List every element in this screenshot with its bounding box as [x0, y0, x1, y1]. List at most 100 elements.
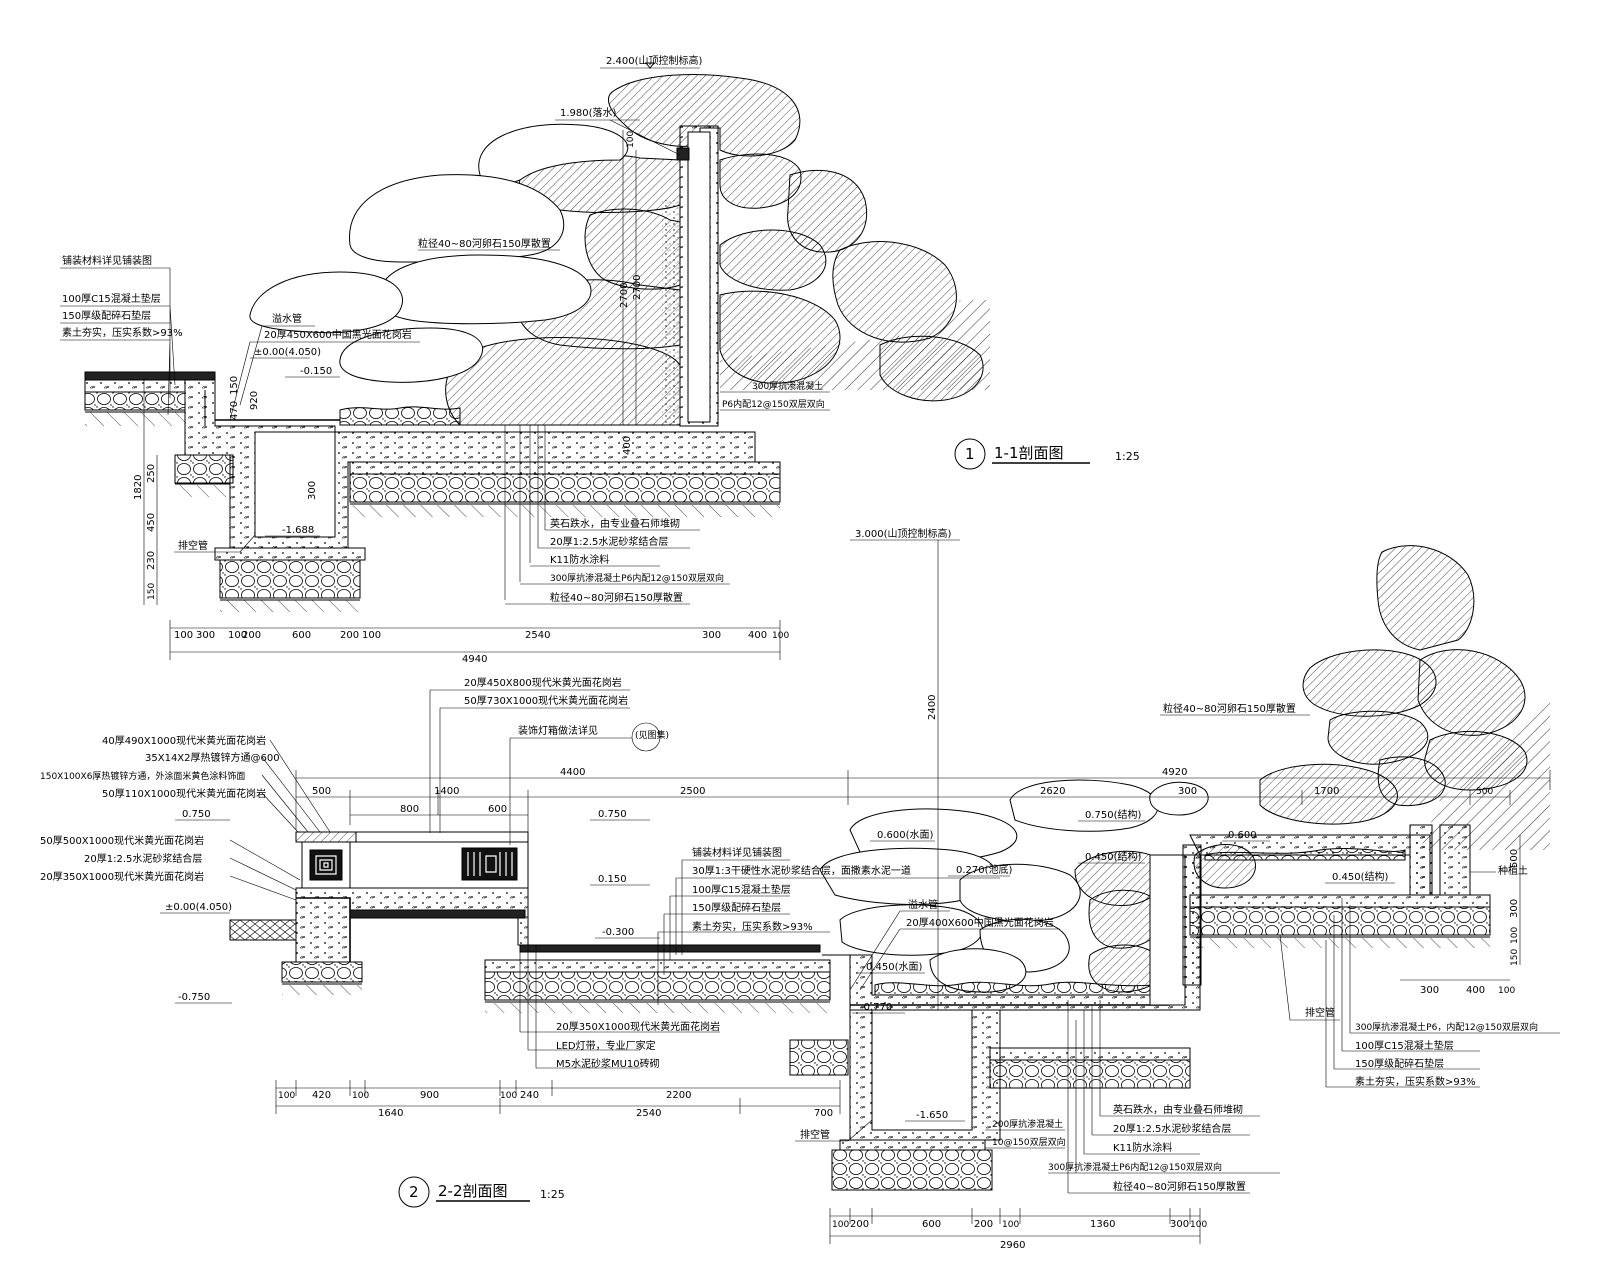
- dim-pit-5: 1360: [1090, 1219, 1115, 1230]
- dim-b2-0: 1640: [378, 1108, 403, 1119]
- dim-pit-0: 100: [832, 1220, 849, 1230]
- dim-rh-1: 400: [1466, 985, 1485, 996]
- label-top-2: 装饰灯箱做法详见: [518, 724, 598, 737]
- dim-1-b3: 200: [242, 630, 261, 641]
- callout-1-4: 粒径40~80河卵石150厚散置: [550, 591, 683, 604]
- callout-2-4: 粒径40~80河卵石150厚散置: [1113, 1180, 1246, 1193]
- rockery-1-outline: [249, 123, 629, 383]
- label-mid-1: 30厚1:3干硬性水泥砂浆结合层，面撒素水泥一道: [692, 864, 911, 877]
- section1-title: 1-1剖面图: [994, 444, 1064, 462]
- dim-pit-2: 600: [922, 1219, 941, 1230]
- dim-top2-1: 1400: [434, 786, 459, 797]
- label-top-0: 20厚450X800现代米黄光面花岗岩: [464, 676, 622, 689]
- section1-scale: 1:25: [1115, 450, 1140, 463]
- callout-1-3: 300厚抗渗混凝土P6内配12@150双层双向: [550, 572, 724, 584]
- elev-2-1: 0.750: [598, 809, 627, 820]
- section1-marker: 1: [965, 445, 975, 463]
- c15-label-1: 100厚C15混凝土垫层: [62, 292, 161, 305]
- detail-ref: (见图集): [635, 729, 669, 741]
- dim-top3-1: 600: [488, 804, 507, 815]
- dim-1-v7: 920: [249, 391, 260, 410]
- dim-top2-5: 1700: [1314, 786, 1339, 797]
- elev-2-2: 0.150: [598, 874, 627, 885]
- dim-b1-5: 240: [520, 1090, 539, 1101]
- dim-right-3: 150: [1510, 949, 1520, 966]
- dim-rh-2: 100: [1498, 986, 1515, 996]
- light-box-2: [229, 831, 529, 995]
- elev-2-3: -0.300: [602, 927, 634, 938]
- label-bl-1: LED灯带，专业厂家定: [556, 1039, 656, 1052]
- elev-2-12: -0.770: [860, 1002, 892, 1013]
- callout-2-0: 英石跌水，由专业叠石师堆砌: [1113, 1103, 1243, 1116]
- dim-2400: 2400: [927, 695, 938, 720]
- pit-label-0: 200厚抗渗混凝土: [992, 1118, 1063, 1130]
- dim-top2-0: 500: [312, 786, 331, 797]
- label-mid-2: 100厚C15混凝土垫层: [692, 883, 791, 896]
- dim-pit-total: 2960: [1000, 1240, 1025, 1251]
- dim-top2-2: 2500: [680, 786, 705, 797]
- elev-0-1: ±0.00(4.050): [254, 347, 321, 358]
- label-left-0: 40厚490X1000现代米黄光面花岗岩: [102, 734, 266, 747]
- label-br-2: 150厚级配碎石垫层: [1355, 1057, 1444, 1070]
- elev-2-6: 0.600(水面): [877, 829, 934, 841]
- label-mid-0: 铺装材料详见铺装图: [692, 846, 782, 859]
- elev-top-1: 2.400(山顶控制标高): [606, 54, 703, 67]
- elev-top-2: 3.000(山顶控制标高): [855, 527, 952, 540]
- granite-label-1: 20厚450X600中国黑光面花岗岩: [264, 328, 412, 341]
- label-br-1: 100厚C15混凝土垫层: [1355, 1039, 1454, 1052]
- paving-label-1: 铺装材料详见铺装图: [62, 254, 152, 267]
- dim-b2-1: 2540: [636, 1108, 661, 1119]
- dim-top-0: 4400: [560, 767, 585, 778]
- pebbles-label-2: 粒径40~80河卵石150厚散置: [1163, 702, 1296, 715]
- elev-2-10: 0.600: [1228, 830, 1257, 841]
- dim-b1-4: 100: [500, 1091, 517, 1101]
- dim-1-v0: 1820: [133, 475, 144, 500]
- callout-1-1: 20厚1:2.5水泥砂浆结合层: [550, 535, 668, 548]
- planting-label-2: 种植土: [1498, 864, 1528, 877]
- dim-1-b5: 200: [340, 630, 359, 641]
- dim-1-v2: 450: [146, 513, 157, 532]
- dim-1-b4: 600: [292, 630, 311, 641]
- label-left-3: 50厚110X1000现代米黄光面花岗岩: [102, 787, 266, 800]
- callout-2-2: K11防水涂料: [1113, 1141, 1172, 1154]
- dim-b1-0: 100: [278, 1091, 295, 1101]
- label-left-6: 20厚350X1000现代米黄光面花岗岩: [40, 870, 204, 883]
- dim-right-1: 300: [1509, 899, 1520, 918]
- dim-b1-3: 900: [420, 1090, 439, 1101]
- overflow-label-1: 溢水管: [272, 312, 302, 325]
- dim-top2-3: 2620: [1040, 786, 1065, 797]
- section-2-2: 3.000(山顶控制标高) 2400 20厚450X800现代米黄光面花岗岩 5…: [40, 527, 1560, 1251]
- pool-structure-1: [174, 377, 781, 599]
- drain-label-2b: 排空管: [800, 1128, 830, 1141]
- soil-label-1: 素土夯实，压实系数>93%: [62, 326, 183, 339]
- dim-1-b0: 100: [174, 630, 193, 641]
- overflow-label-2: 溢水管: [908, 898, 938, 911]
- elev-falls-1: 1.980(落水): [560, 107, 617, 119]
- dim-1-v3: 230: [146, 551, 157, 570]
- dim-pit-1: 200: [850, 1219, 869, 1230]
- falls-wall-1: [662, 125, 719, 427]
- elev-2-0: 0.750: [182, 809, 211, 820]
- wall-label-1: 300厚抗渗混凝土: [752, 380, 823, 392]
- elev-2-5: -0.750: [178, 992, 210, 1003]
- dim-1-b10: 100: [772, 631, 789, 641]
- drain-label-1: 排空管: [178, 539, 208, 552]
- dim-1-v6: 470: [229, 401, 240, 420]
- wall2-label-1: P6内配12@150双层双向: [722, 398, 825, 410]
- dim-1-v5: 150: [229, 376, 240, 395]
- dim-pit-7: 100: [1190, 1220, 1207, 1230]
- dim-top2-6: 500: [1476, 787, 1493, 797]
- dim-1-b7: 2540: [525, 630, 550, 641]
- callout-1-2: K11防水涂料: [550, 553, 609, 566]
- dim-rh-0: 300: [1420, 985, 1439, 996]
- dim-top2-4: 300: [1178, 786, 1197, 797]
- gravel-label-1: 150厚级配碎石垫层: [62, 309, 151, 322]
- dim-1-b6: 100: [362, 630, 381, 641]
- pit-label-1: 10@150双层双向: [992, 1136, 1066, 1148]
- label-bl-0: 20厚350X1000现代米黄光面花岗岩: [556, 1020, 720, 1033]
- rockery-2-outline: [819, 779, 1209, 993]
- section2-marker: 2: [409, 1183, 419, 1201]
- label-left-5: 20厚1:2.5水泥砂浆结合层: [84, 852, 202, 865]
- label-left-4: 50厚500X1000现代米黄光面花岗岩: [40, 834, 204, 847]
